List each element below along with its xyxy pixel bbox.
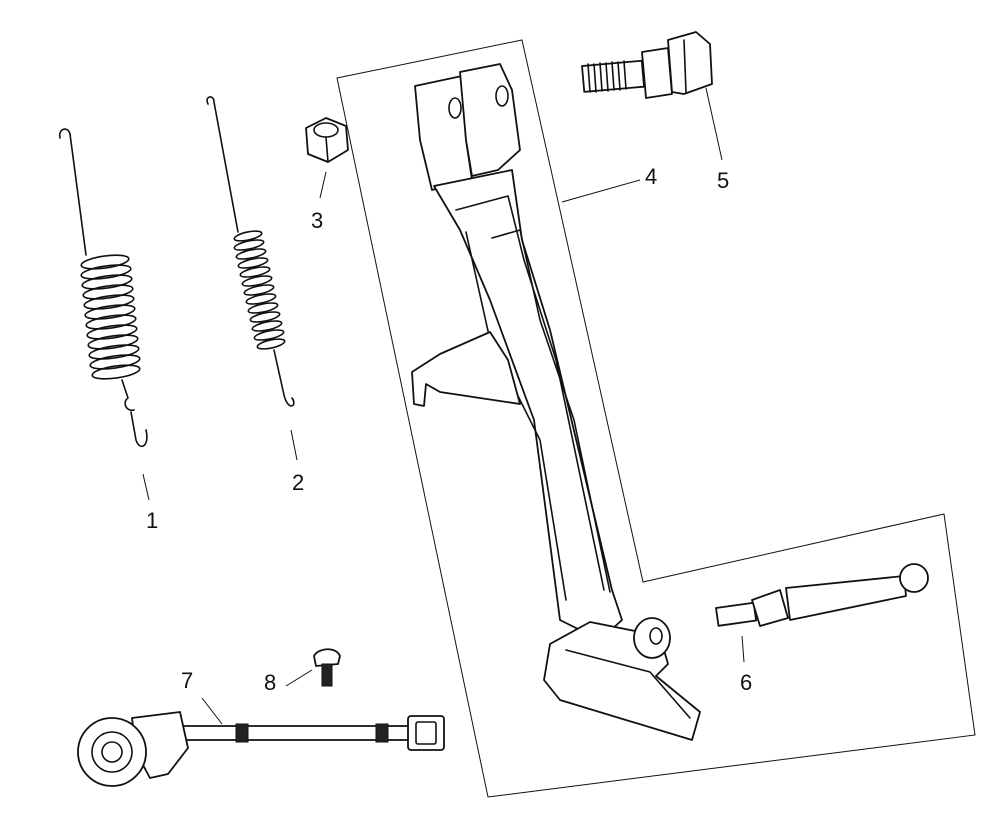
part-label-8: 8: [264, 670, 276, 695]
part-label-5: 5: [717, 168, 729, 193]
bolt: [581, 31, 713, 99]
hex-nut: [305, 117, 349, 163]
spring-small: [206, 96, 295, 407]
part-label-4: 4: [645, 164, 657, 189]
spring-large: [58, 128, 148, 448]
part-label-6: 6: [740, 670, 752, 695]
part-label-7: 7: [181, 668, 193, 693]
extension-rod: [715, 563, 929, 627]
part-label-3: 3: [311, 208, 323, 233]
part-label-1: 1: [146, 508, 158, 533]
spring-small-coils: [233, 230, 286, 350]
spring-large-coils: [80, 254, 141, 380]
bolt-thread: [587, 60, 627, 93]
assembly-frame: [336, 39, 976, 798]
side-stand-switch: [77, 711, 445, 787]
side-stand: [411, 63, 701, 741]
part-label-2: 2: [292, 470, 304, 495]
screw: [313, 648, 341, 687]
